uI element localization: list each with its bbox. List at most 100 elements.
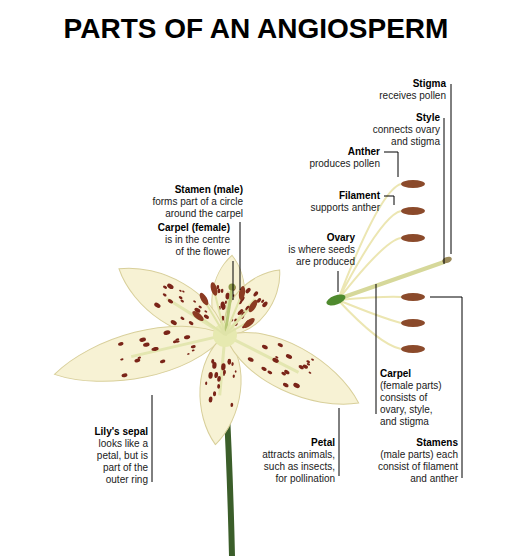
petal-spot [213, 391, 217, 396]
petal-spot [190, 345, 196, 349]
petal-spot [120, 358, 124, 361]
petal-spot [162, 293, 167, 297]
petals [49, 250, 369, 446]
anther [242, 316, 257, 330]
petal-spot [204, 310, 208, 313]
petal-spot [180, 316, 185, 321]
petal-spot [178, 295, 183, 299]
anther-part [401, 345, 425, 353]
part-name: Petal [253, 437, 335, 449]
part-name: Carpel (female) [140, 222, 230, 234]
leader-line [152, 395, 153, 482]
petal-spot [134, 358, 141, 363]
part-description: attracts animals, such as insects, for p… [253, 449, 335, 485]
petal-spot [163, 330, 171, 336]
part-name: Ovary [279, 232, 355, 244]
anther [238, 286, 246, 301]
anther [209, 281, 218, 296]
petal-spot [162, 285, 167, 290]
petal-spot [261, 299, 265, 303]
petal-spot [217, 384, 220, 389]
petal-spot [235, 370, 237, 373]
petal-spot [261, 344, 268, 350]
petal-spot [170, 300, 173, 303]
ovary-part [325, 292, 347, 307]
flower-center [191, 281, 259, 335]
leader-line [338, 271, 339, 292]
leader-line [376, 284, 377, 414]
part-description: supports anther [290, 202, 380, 214]
petal-spot [217, 376, 221, 382]
part-name: Stigma [356, 78, 446, 90]
part-description: produces pollen [290, 158, 380, 170]
petal-spot [208, 372, 213, 379]
petal-spot [180, 299, 184, 303]
petal-spot [221, 289, 224, 293]
anther [191, 309, 206, 323]
petal-midrib [229, 337, 299, 373]
petal-spot [211, 359, 214, 364]
filaments [199, 290, 252, 335]
petal-spot [220, 301, 225, 308]
petal-spot [184, 335, 191, 340]
petal-spot [253, 291, 259, 298]
petal-spot [173, 340, 178, 344]
part-description: connects ovary and stigma [362, 124, 440, 148]
part-name: Stamen (male) [133, 184, 243, 196]
leader-line [384, 196, 394, 205]
part-description: (female parts) consists of ovary, style,… [380, 380, 450, 428]
petal-spot [306, 362, 310, 366]
petal-spot [188, 320, 194, 325]
part-name: Filament [290, 190, 380, 202]
petal-spot [308, 371, 311, 374]
petal-spot [221, 363, 226, 370]
petal-spot [275, 356, 279, 359]
petal-spot [118, 342, 124, 347]
anther-part [401, 319, 425, 327]
petal-spot [198, 305, 202, 309]
petal-spot [277, 342, 284, 348]
petal-spot [272, 357, 280, 364]
leader-lines [152, 84, 462, 482]
petal-spot [311, 358, 315, 361]
petal-spot [192, 349, 195, 351]
petal-spot [285, 353, 293, 360]
petal-spot [292, 382, 300, 389]
petal-spot [267, 370, 273, 375]
anther-part [401, 293, 425, 301]
petal [215, 314, 370, 423]
style-part [344, 262, 444, 297]
anther-part [401, 207, 425, 215]
diagram-title: PARTS OF AN ANGIOSPERM [0, 12, 512, 46]
anther [247, 298, 259, 313]
petal-spot [193, 300, 197, 303]
petal-spot [143, 342, 150, 347]
part-name: Style [360, 112, 440, 124]
petal-spot [179, 289, 182, 292]
part-name: Stamens [368, 437, 458, 449]
petal-midrib [131, 336, 221, 357]
petal-spot [223, 370, 226, 375]
petal-spot [227, 359, 231, 365]
petal-spot [121, 373, 128, 378]
part-description: (male parts) each consist of filament an… [368, 449, 458, 485]
petal-spot [298, 364, 305, 370]
leader-line [233, 261, 234, 300]
anther-part [401, 234, 425, 242]
stigma-tip [229, 284, 236, 291]
anther [198, 291, 210, 306]
petal-spot [281, 371, 287, 376]
petal-spot [208, 396, 212, 402]
petal-spot [151, 347, 156, 351]
petal-spot [139, 337, 146, 343]
petal-spot [187, 353, 190, 355]
petal-spot [170, 319, 178, 326]
petal-spot [230, 403, 233, 408]
petal-shape [215, 314, 370, 423]
petal-spot [227, 359, 231, 365]
petal-spot [231, 362, 234, 366]
leader-line [451, 84, 452, 254]
part-description: is in the centre of the flower [154, 234, 230, 258]
leader-line [444, 118, 445, 264]
part-description: is where seeds are produced [279, 244, 355, 268]
